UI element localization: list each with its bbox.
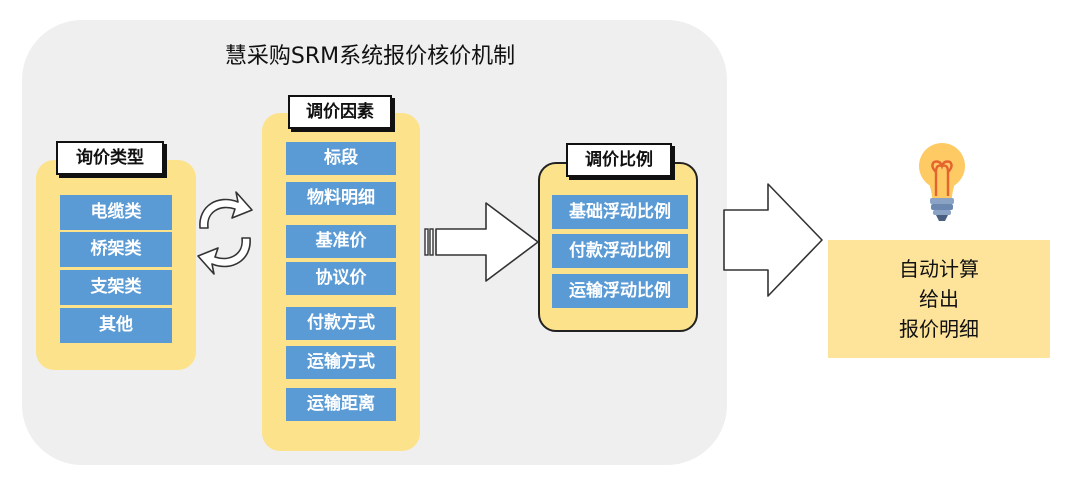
- result-line-1: 自动计算: [899, 257, 979, 281]
- adjust-factor-group: 标段 物料明细 基准价 协议价 付款方式 运输方式 运输距离: [262, 113, 420, 451]
- lightbulb-icon: [919, 143, 965, 221]
- result-line-3: 报价明细: [899, 317, 979, 341]
- factor-item-material-detail: 物料明细: [286, 182, 396, 215]
- ratio-item-payment-float: 付款浮动比例: [552, 234, 688, 268]
- cycle-arrows-icon: [197, 191, 253, 275]
- adjust-factor-label: 调价因素: [288, 95, 392, 129]
- result-line-2: 给出: [919, 287, 959, 311]
- inquiry-item-cable: 电缆类: [60, 195, 172, 230]
- factor-item-base-price: 基准价: [286, 225, 396, 258]
- adjust-ratio-label: 调价比例: [566, 143, 672, 177]
- inquiry-item-other: 其他: [60, 308, 172, 343]
- diagram-title: 慧采购SRM系统报价核价机制: [224, 44, 516, 69]
- factor-item-agreement-price: 协议价: [286, 262, 396, 295]
- inquiry-type-label: 询价类型: [56, 141, 164, 175]
- factor-item-payment-method: 付款方式: [286, 307, 396, 340]
- outline-arrow-icon: [723, 183, 823, 297]
- factor-item-transport-method: 运输方式: [286, 346, 396, 379]
- factor-item-transport-distance: 运输距离: [286, 388, 396, 421]
- striped-arrow-icon: [424, 202, 539, 282]
- ratio-item-transport-float: 运输浮动比例: [552, 274, 688, 308]
- adjust-ratio-group: 基础浮动比例 付款浮动比例 运输浮动比例: [538, 162, 698, 332]
- inquiry-type-group: 电缆类 桥架类 支架类 其他: [36, 160, 196, 370]
- inquiry-item-bracket: 支架类: [60, 270, 172, 305]
- result-box: 自动计算 给出 报价明细: [828, 240, 1050, 358]
- inquiry-item-bridge: 桥架类: [60, 232, 172, 267]
- ratio-item-base-float: 基础浮动比例: [552, 195, 688, 229]
- factor-item-section: 标段: [286, 142, 396, 175]
